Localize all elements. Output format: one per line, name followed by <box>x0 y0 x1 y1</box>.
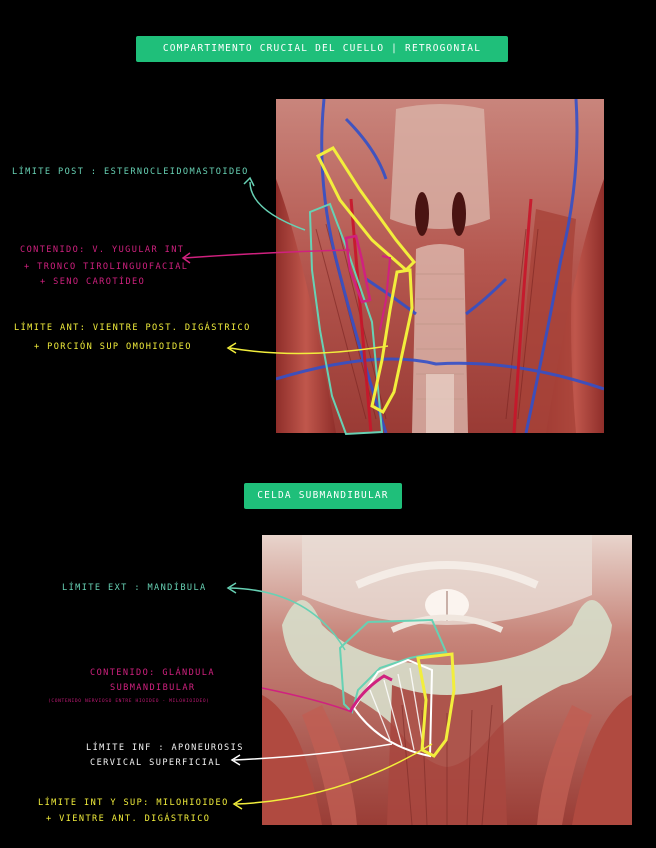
label-contenido-2: + tronco tirolinguofacial <box>24 262 189 272</box>
label-limite-post: Límite post : esternocleidomastoideo <box>12 167 249 177</box>
label-contenido-gland-2: submandibular <box>110 683 196 693</box>
label-limite-inf-2: cervical superficial <box>90 758 222 768</box>
section2-title-banner: Celda submandibular <box>244 483 402 509</box>
label-limite-int-2: + vientre ant. digástrico <box>46 814 211 824</box>
label-limite-inf-1: Límite inf : aponeurosis <box>86 743 244 753</box>
label-contenido-gland-1: Contenido: glándula <box>90 668 215 678</box>
label-limite-ext: Límite ext : mandíbula <box>62 583 207 593</box>
label-contenido-3: + seno carotídeo <box>40 277 146 287</box>
label-contenido-note: (contenido nervioso entre hioideo - milo… <box>48 699 210 704</box>
submandibular-anatomy-image <box>262 535 632 825</box>
label-limite-int-1: Límite int y sup: milohioideo <box>38 798 229 808</box>
label-limite-ant-1: Límite ant: vientre post. digástrico <box>14 323 251 333</box>
label-limite-ant-2: + porción sup omohioideo <box>34 342 192 352</box>
section1-title-banner: Compartimento crucial del cuello | retro… <box>136 36 508 62</box>
neck-anatomy-image <box>276 99 604 433</box>
label-contenido-1: Contenido: v. yugular int <box>20 245 185 255</box>
